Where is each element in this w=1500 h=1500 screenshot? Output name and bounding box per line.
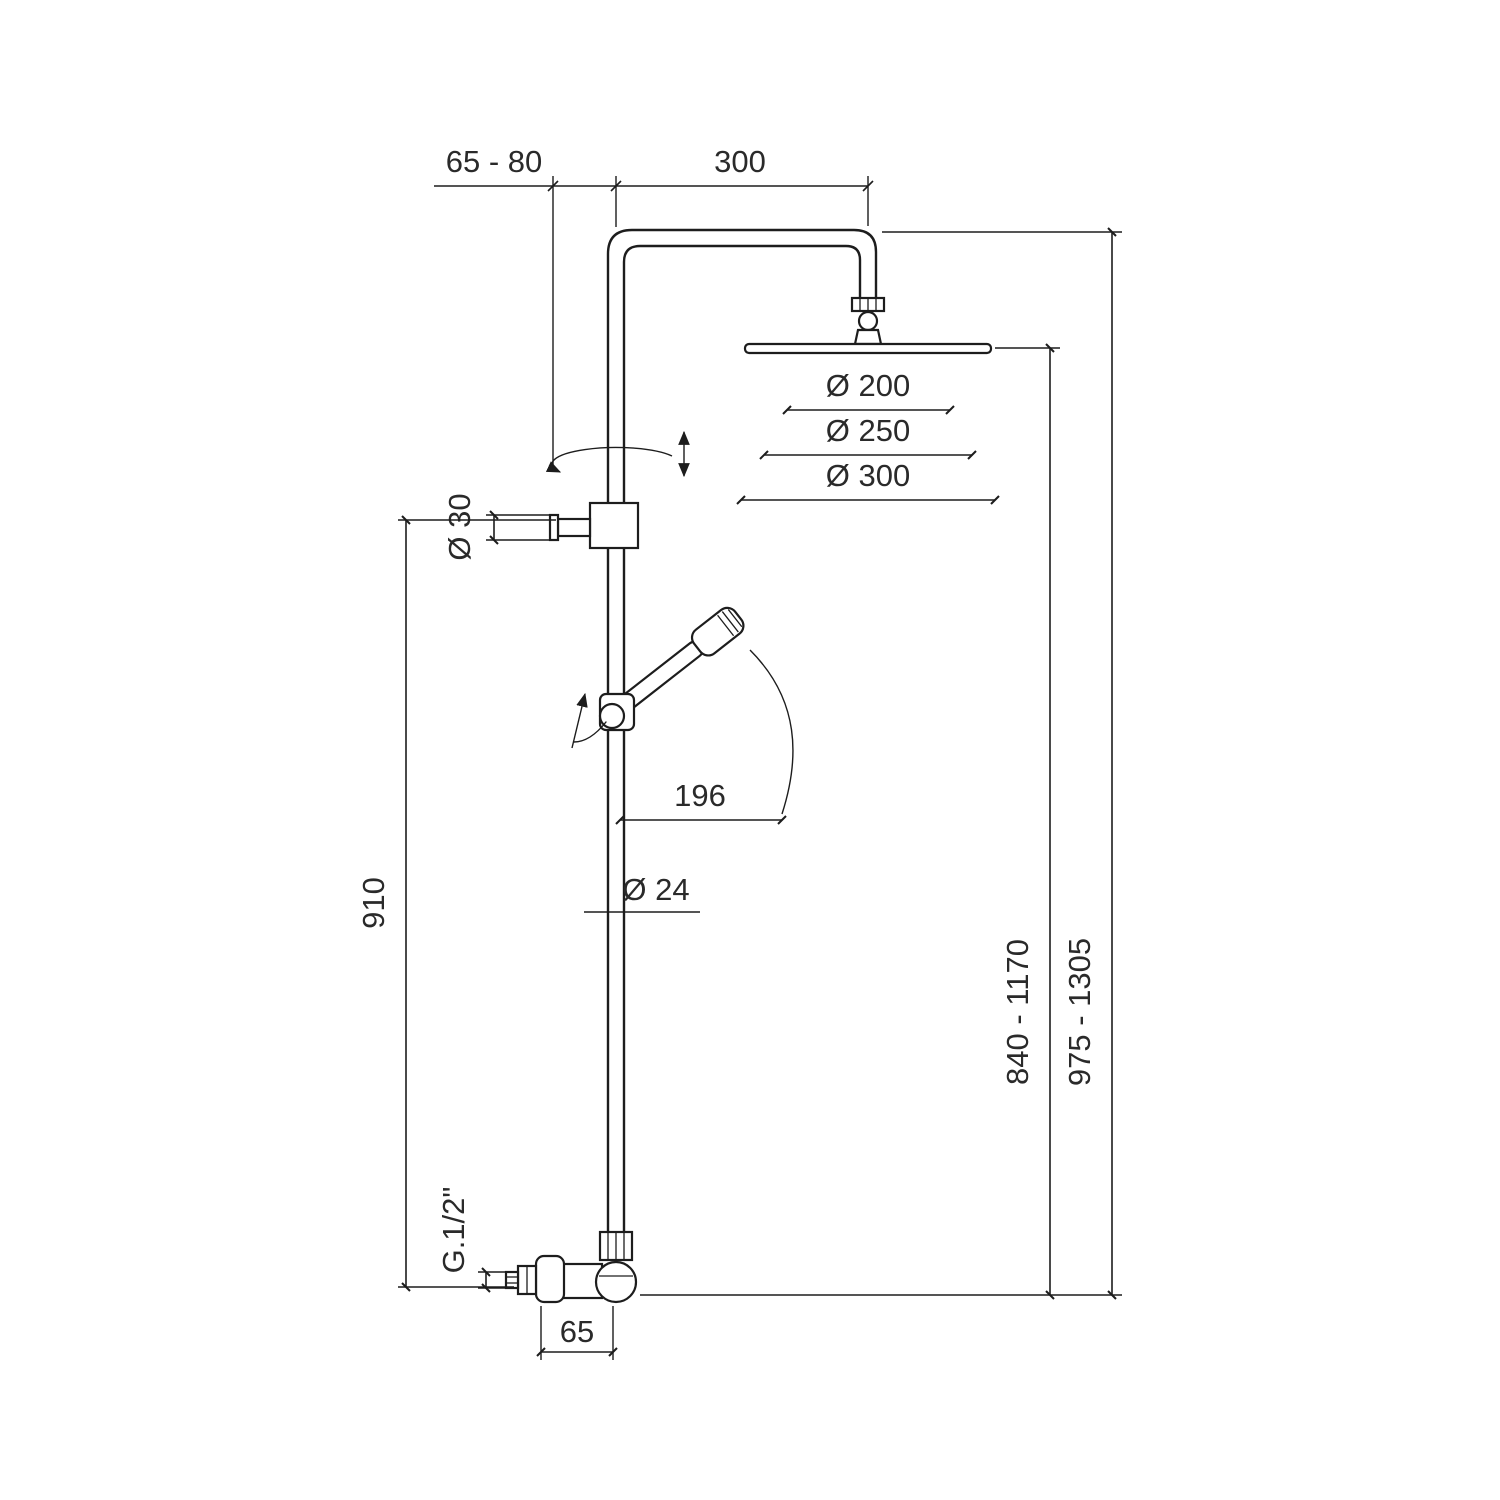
riser-length-label: 910 xyxy=(356,877,391,929)
joint-collar xyxy=(853,328,883,346)
spray-face-line xyxy=(721,611,739,633)
wall-offset-label: 65 - 80 xyxy=(446,144,543,179)
handshower-swing-arc xyxy=(749,649,794,815)
overhead-shower-head xyxy=(743,342,993,355)
dimension-tick xyxy=(862,180,874,192)
wall-inlet-elbow xyxy=(504,1230,638,1304)
head-ball-joint xyxy=(850,296,886,346)
head-d300-label: Ø 300 xyxy=(826,458,910,493)
inlet-thread-annotation: G.1/2" xyxy=(436,1187,506,1293)
inner-height-label: 840 - 1170 xyxy=(1000,939,1035,1085)
diverter-knob-stem xyxy=(556,517,592,538)
pipe-outer-line xyxy=(606,228,878,1232)
pipe-diameter-annotation: Ø 24 xyxy=(584,872,700,913)
head-diameter-dimensions: Ø 200 Ø 250 Ø 300 xyxy=(736,368,1000,505)
elbow-ball-joint xyxy=(594,1260,638,1304)
slide-arrow-icon xyxy=(571,692,588,749)
handshower-offset-dimension: 196 xyxy=(615,778,787,825)
arm-length-label: 300 xyxy=(714,144,766,179)
adjustment-indicators xyxy=(545,430,690,478)
pipe-diameter-label: Ø 24 xyxy=(622,872,689,907)
inlet-thread-label: G.1/2" xyxy=(436,1187,471,1274)
knob-diameter-label: Ø 30 xyxy=(442,493,477,560)
spray-face-line xyxy=(717,614,735,637)
outer-height-label: 975 - 1305 xyxy=(1062,938,1097,1086)
inner-height-dimension: 840 - 1170 xyxy=(640,343,1122,1300)
joint-sphere xyxy=(857,310,879,332)
handset-hook xyxy=(573,721,607,743)
diverter-block xyxy=(548,501,640,550)
diverter-knob-cap xyxy=(548,513,560,542)
hand-shower-head xyxy=(690,606,745,657)
spray-face-line xyxy=(727,609,743,628)
riser-length-dimension: 910 xyxy=(356,515,556,1292)
dimension-tick xyxy=(547,180,559,192)
rotation-arrow-icon xyxy=(545,446,673,473)
base-offset-dimension: 65 xyxy=(536,1306,618,1360)
pipe-inner-line xyxy=(622,244,862,1232)
knob-diameter-dimension: Ø 30 xyxy=(442,493,552,561)
riser-pipe-and-arm xyxy=(606,228,878,1232)
outer-height-dimension: 975 - 1305 xyxy=(882,227,1122,1300)
wall-flange xyxy=(534,1254,566,1304)
inlet-thread-stub xyxy=(504,1270,520,1290)
base-offset-label: 65 xyxy=(560,1314,594,1349)
hand-shower-assembly xyxy=(571,606,794,815)
diverter-body xyxy=(588,501,640,550)
shower-head-disc xyxy=(743,342,993,355)
dimension-tick xyxy=(610,180,622,192)
head-d250-label: Ø 250 xyxy=(826,413,910,448)
top-dimension-group: 65 - 80 300 xyxy=(434,144,874,470)
handshower-offset-label: 196 xyxy=(674,778,726,813)
head-d200-label: Ø 200 xyxy=(826,368,910,403)
